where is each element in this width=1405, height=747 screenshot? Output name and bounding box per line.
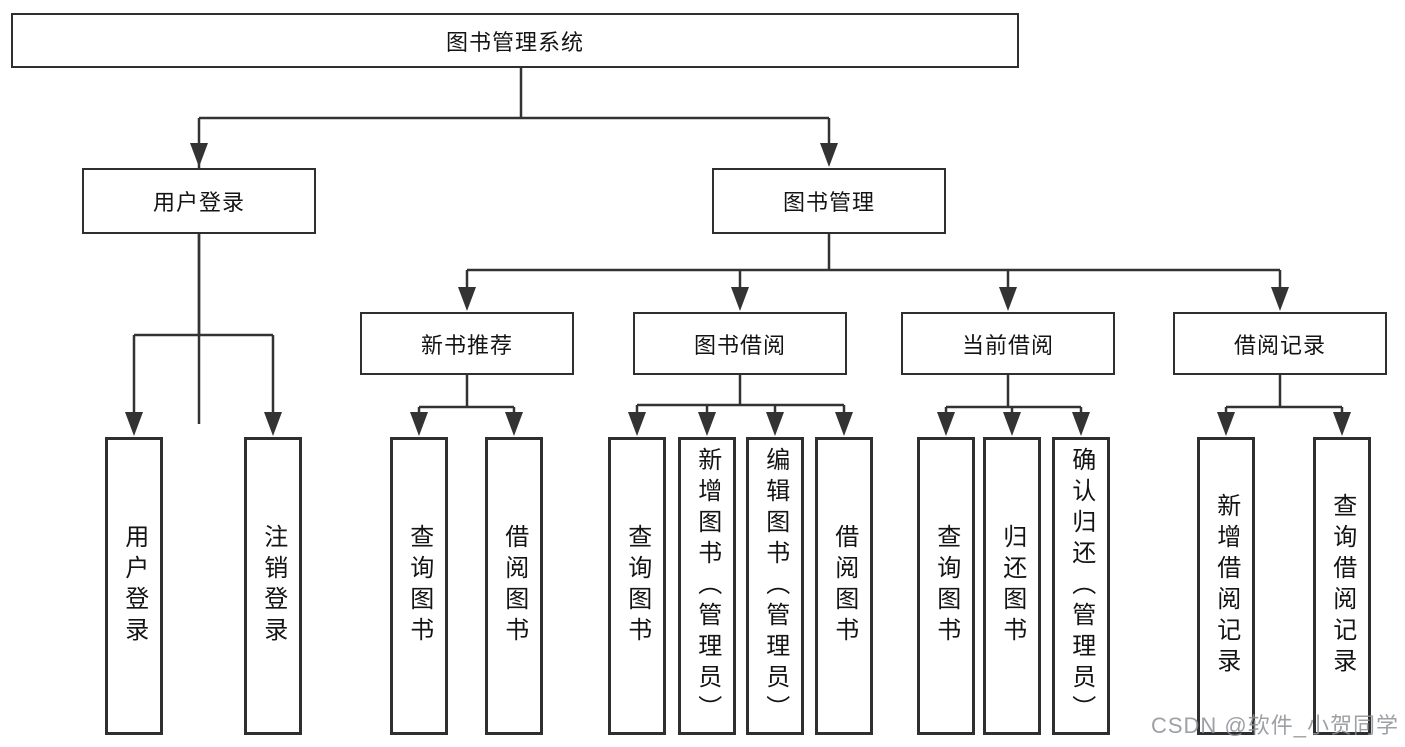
- leaf-query-books-current: 查询图书: [917, 437, 975, 735]
- leaf-query-books-recommend: 查询图书: [390, 437, 448, 735]
- leaf-return-books: 归还图书: [983, 437, 1041, 735]
- leaf-add-borrow-record: 新增借阅记录: [1197, 437, 1255, 735]
- node-current-borrowing: 当前借阅: [901, 312, 1115, 375]
- node-borrowing-records: 借阅记录: [1173, 312, 1387, 375]
- leaf-edit-book-admin: 编辑图书（管理员）: [746, 437, 804, 735]
- connector-user-login-to-leaves: [125, 234, 282, 436]
- leaf-borrow-books-borrowing: 借阅图书: [815, 437, 873, 735]
- leaf-user-login: 用户登录: [105, 437, 163, 735]
- leaf-query-borrow-record: 查询借阅记录: [1313, 437, 1371, 735]
- connector-book-borrowing-to-leaves: [628, 375, 853, 436]
- connector-borrowing-records-to-leaves: [1217, 375, 1351, 436]
- connector-book-management-to-level3: [458, 234, 1289, 311]
- connector-new-book-to-leaves: [410, 375, 523, 436]
- node-library-system: 图书管理系统: [11, 13, 1019, 68]
- leaf-query-books-borrowing: 查询图书: [608, 437, 666, 735]
- leaf-add-book-admin: 新增图书（管理员）: [678, 437, 736, 735]
- node-user-login: 用户登录: [82, 168, 316, 234]
- leaf-borrow-books-recommend: 借阅图书: [485, 437, 543, 735]
- node-book-borrowing: 图书借阅: [633, 312, 847, 375]
- connector-root-to-level2: [190, 68, 838, 424]
- watermark-text: CSDN @软件_小贺同学: [1150, 713, 1399, 738]
- leaf-logout: 注销登录: [244, 437, 302, 735]
- node-new-book-recommendation: 新书推荐: [360, 312, 574, 375]
- node-book-management: 图书管理: [712, 168, 946, 234]
- leaf-confirm-return-admin: 确认归还（管理员）: [1052, 437, 1110, 735]
- connector-current-borrowing-to-leaves: [937, 375, 1090, 436]
